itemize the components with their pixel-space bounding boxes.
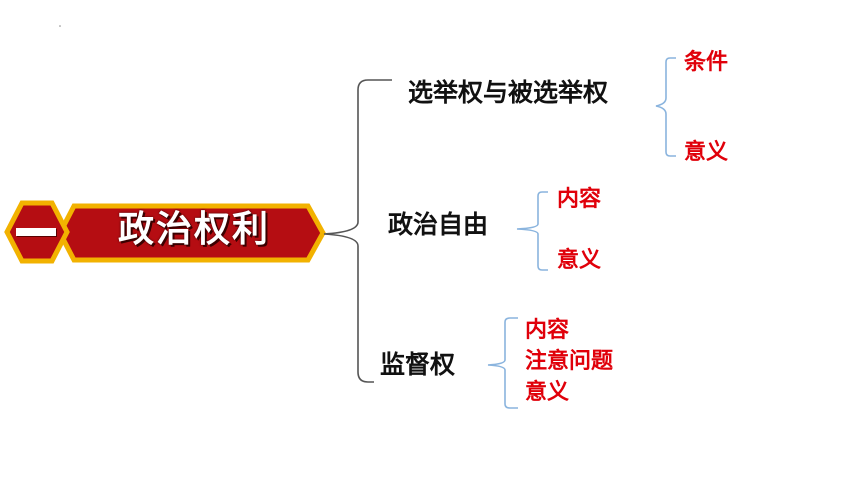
brace-election [655, 57, 676, 157]
brace-supervision [487, 317, 518, 409]
main-brace [323, 79, 392, 383]
freedom-item-significance: 意义 [557, 248, 602, 273]
brace-freedom [516, 191, 548, 271]
number-badge-dash [16, 228, 56, 236]
branch-supervision-label: 监督权 [380, 350, 456, 379]
freedom-item-content: 内容 [557, 187, 602, 212]
main-topic-title: 政治权利 [118, 209, 271, 250]
speck [59, 25, 61, 27]
supervision-item-significance: 意义 [525, 380, 570, 405]
branch-election-label: 选举权与被选举权 [408, 78, 609, 107]
election-item-significance: 意义 [684, 140, 729, 165]
supervision-item-content: 内容 [525, 318, 570, 343]
election-item-conditions: 条件 [684, 50, 729, 75]
branch-freedom-label: 政治自由 [388, 210, 489, 239]
supervision-item-notes: 注意问题 [525, 349, 614, 374]
